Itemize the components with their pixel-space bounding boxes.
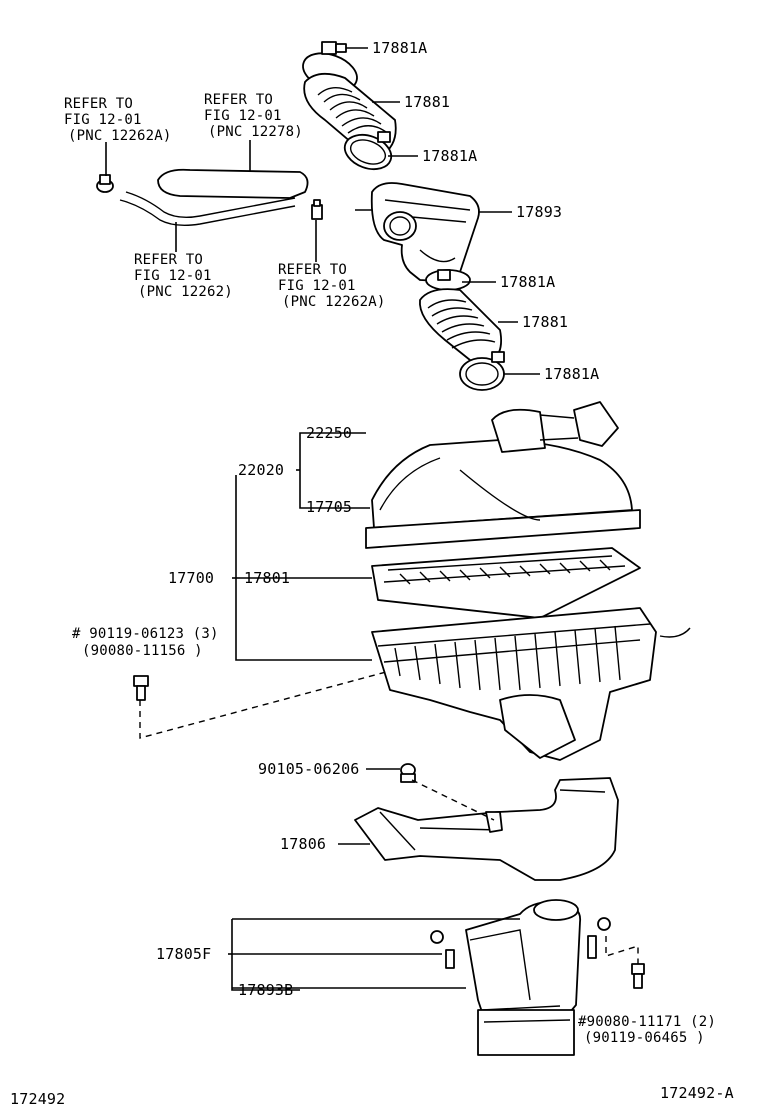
ref2-line2: FIG 12-01 (204, 108, 282, 124)
clamp-17881a-mid-upper (425, 269, 471, 291)
ref2-line3: (PNC 12278) (208, 124, 303, 140)
inlet-17806 (354, 777, 619, 881)
reference-hose-parts (96, 168, 323, 227)
label-element: 17801 (244, 569, 290, 587)
label-bolt-a-line2: (90080-11156 ) (82, 643, 203, 659)
element-17801 (371, 547, 641, 619)
ref3-line2: FIG 12-01 (134, 268, 212, 284)
part-labels: 17881A 17881 17881A 17893 17881A 17881 1… (72, 39, 716, 1046)
ref3-line3: (PNC 12262) (138, 284, 233, 300)
footer-right-id: 172492-A (660, 1084, 734, 1102)
clamp-17881a-mid-lower (459, 351, 505, 391)
nut-90105-06206 (400, 763, 416, 783)
label-bolt-b-line1: #90080-11171 (2) (578, 1014, 716, 1030)
bracket-17805f-right (587, 917, 611, 959)
label-resonator: 17893 (516, 203, 562, 221)
bracket-17805f-left (430, 930, 455, 969)
label-clamp-top-lower: 17881A (422, 147, 477, 165)
ref1-line1: REFER TO (64, 96, 133, 112)
label-hose-mid: 17881 (522, 313, 568, 331)
label-clamp-top: 17881A (372, 39, 427, 57)
label-inlet: 17806 (280, 835, 326, 853)
reference-note-3: REFER TO FIG 12-01 (PNC 12262) (134, 252, 233, 300)
footer-left-id: 172492 (10, 1090, 65, 1108)
label-air-cleaner-assy: 22020 (238, 461, 284, 479)
reference-note-1: REFER TO FIG 12-01 (PNC 12262A) (64, 96, 172, 144)
ref4-line3: (PNC 12262A) (282, 294, 386, 310)
label-clamp-mid-upper: 17881A (500, 273, 555, 291)
clamp-17881a-top-lower (343, 131, 393, 171)
label-cap-sub: 17705 (306, 498, 352, 516)
cap-22250-17705 (365, 401, 641, 549)
leader-lines (105, 47, 639, 991)
label-bracket: 17805F (156, 945, 211, 963)
label-bolt-a-line1: # 90119-06123 (3) (72, 626, 219, 642)
label-cap-assy: 22250 (306, 424, 352, 442)
case-lower (371, 607, 691, 761)
label-clamp-mid-lower: 17881A (544, 365, 599, 383)
ref1-line3: (PNC 12262A) (68, 128, 172, 144)
ref4-line1: REFER TO (278, 262, 347, 278)
bolt-90119-06123 (133, 675, 149, 701)
label-cleaner-group: 17700 (168, 569, 214, 587)
reference-note-2: REFER TO FIG 12-01 (PNC 12278) (204, 92, 303, 140)
reference-note-4: REFER TO FIG 12-01 (PNC 12262A) (278, 262, 386, 310)
label-resonator-b: 17893B (238, 981, 293, 999)
ref2-line1: REFER TO (204, 92, 273, 108)
bolt-90080-11171 (631, 963, 645, 989)
hose-17881-mid (419, 288, 502, 369)
label-bolt-b-line2: (90119-06465 ) (584, 1030, 705, 1046)
resonator-17893b (465, 899, 582, 1056)
ref4-line2: FIG 12-01 (278, 278, 356, 294)
ref3-line1: REFER TO (134, 252, 203, 268)
ref1-line2: FIG 12-01 (64, 112, 142, 128)
resonator-17893 (355, 182, 480, 282)
label-nut: 90105-06206 (258, 760, 360, 778)
label-hose-top: 17881 (404, 93, 450, 111)
